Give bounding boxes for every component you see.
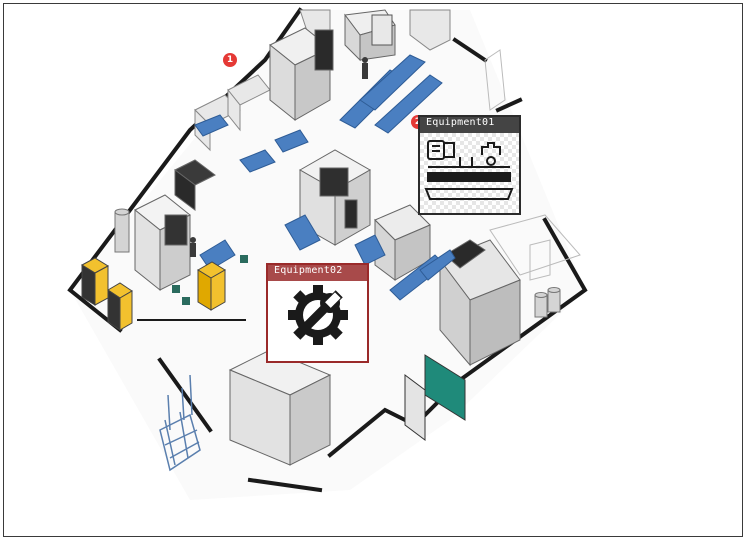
work-benches [194, 54, 456, 301]
storage-tanks [114, 208, 561, 318]
equipment01-popup[interactable]: Equipment01 [418, 115, 521, 215]
wrench-gear-icon [288, 285, 348, 345]
scaffold-rack [159, 374, 201, 472]
marker-1-badge[interactable]: 1 [223, 53, 237, 67]
display-wall [404, 354, 466, 441]
equipment02-popup[interactable]: Equipment02 [266, 263, 369, 363]
equipment02-title: Equipment02 [268, 265, 367, 281]
yellow-cabinets [80, 257, 226, 331]
machine-tool-icon [420, 133, 519, 213]
equipment01-title: Equipment01 [420, 117, 519, 133]
chairs [172, 255, 248, 305]
worker-figures [190, 57, 368, 257]
outline-structures [484, 49, 581, 281]
